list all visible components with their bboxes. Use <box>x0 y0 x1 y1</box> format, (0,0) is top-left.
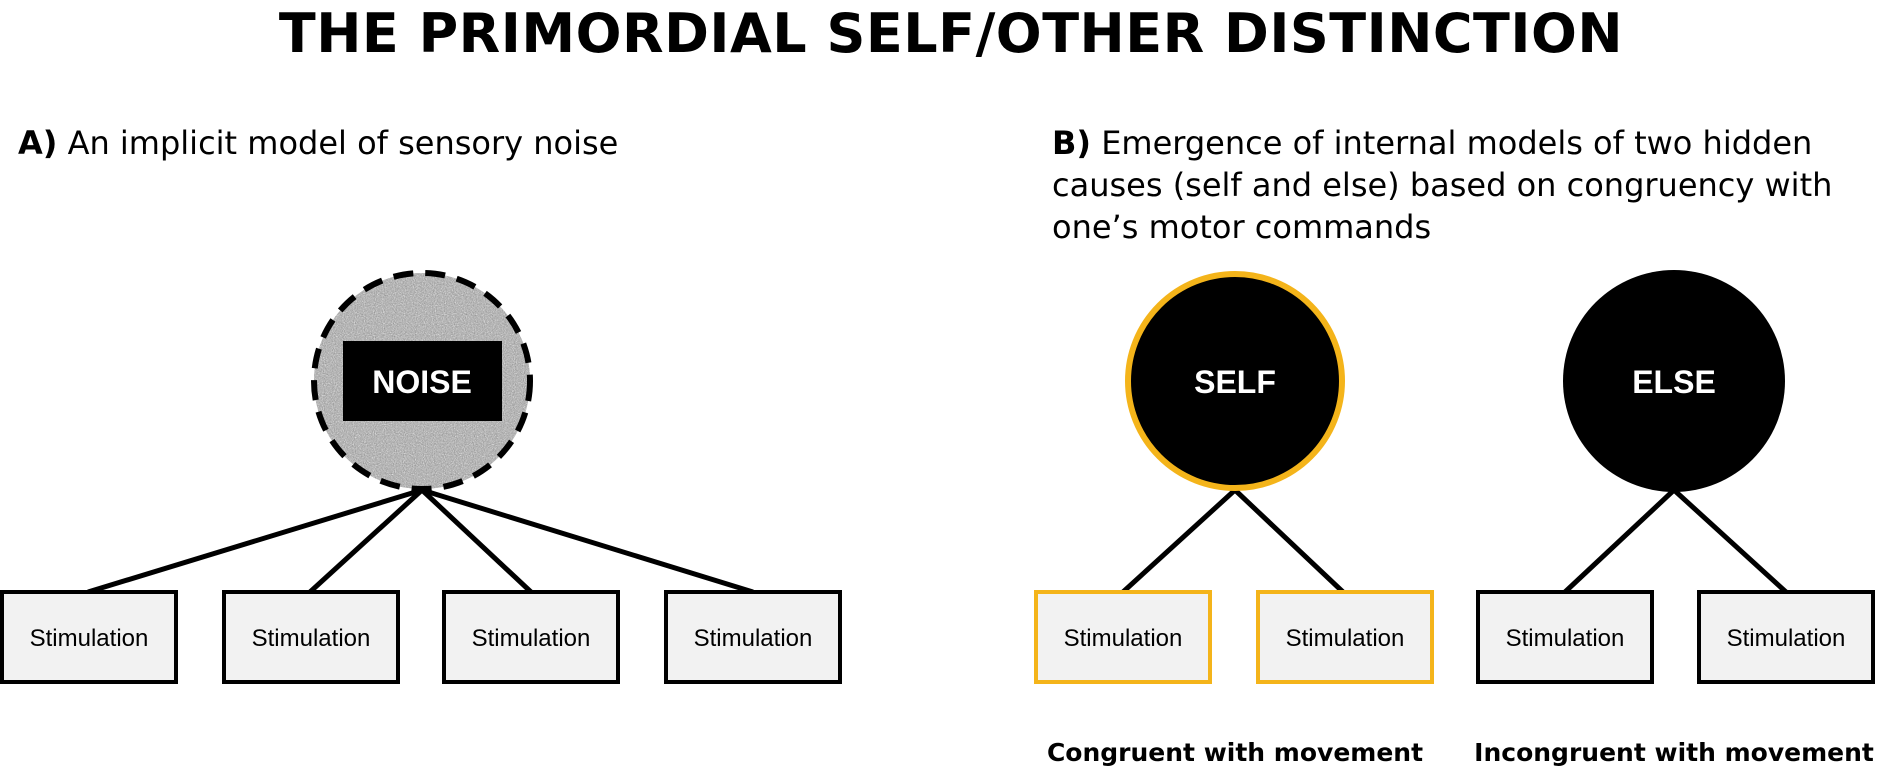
connector-a-4 <box>421 487 754 595</box>
panel-b-else-stimuli: Stimulation Stimulation <box>1476 590 1875 684</box>
else-label: ELSE <box>1632 364 1716 400</box>
connector-self-2 <box>1233 488 1345 594</box>
panel-a-letter: A) <box>18 124 58 162</box>
panel-a-heading-text: An implicit model of sensory noise <box>67 124 619 162</box>
stimulation-box-else: Stimulation <box>1697 590 1875 684</box>
noise-node: NOISE <box>311 270 533 492</box>
stimulation-box: Stimulation <box>222 590 400 684</box>
stimulation-box: Stimulation <box>664 590 842 684</box>
stimulation-label: Stimulation <box>694 625 813 652</box>
noise-label: NOISE <box>372 364 472 400</box>
noise-node-dashed-border <box>311 270 533 492</box>
self-label: SELF <box>1194 364 1276 400</box>
caption-congruent: Congruent with movement <box>1046 738 1424 767</box>
panel-a-heading: A) An implicit model of sensory noise <box>18 122 718 164</box>
connector-a-1 <box>87 487 423 595</box>
stimulation-label: Stimulation <box>30 625 149 652</box>
stimulation-label: Stimulation <box>1727 625 1846 652</box>
stimulation-label: Stimulation <box>1506 625 1625 652</box>
panel-b-heading: B) Emergence of internal models of two h… <box>1052 122 1902 248</box>
panel-b-heading-text: Emergence of internal models of two hidd… <box>1052 124 1833 246</box>
connector-a-2 <box>308 488 424 594</box>
page-title: THE PRIMORDIAL SELF/OTHER DISTINCTION <box>278 2 1624 65</box>
connector-else-2 <box>1672 488 1788 594</box>
stimulation-box-self: Stimulation <box>1034 590 1212 684</box>
stimulation-label: Stimulation <box>1286 625 1405 652</box>
panel-b-connectors <box>1121 488 1788 594</box>
caption-incongruent: Incongruent with movement <box>1474 738 1874 767</box>
panel-a-connectors <box>87 487 754 595</box>
else-node: ELSE <box>1563 270 1785 492</box>
panel-a-stimuli: Stimulation Stimulation Stimulation Stim… <box>0 590 842 684</box>
noise-label-box <box>343 341 502 421</box>
stimulation-label: Stimulation <box>1064 625 1183 652</box>
panel-b-letter: B) <box>1052 124 1092 162</box>
self-node: SELF <box>1125 271 1345 491</box>
connector-else-1 <box>1563 488 1676 594</box>
stimulation-box-else: Stimulation <box>1476 590 1654 684</box>
stimulation-label: Stimulation <box>472 625 591 652</box>
stimulation-box-self: Stimulation <box>1256 590 1434 684</box>
connector-self-1 <box>1121 488 1237 594</box>
stimulation-box: Stimulation <box>442 590 620 684</box>
stimulation-label: Stimulation <box>252 625 371 652</box>
panel-b-self-stimuli: Stimulation Stimulation <box>1034 590 1434 684</box>
connector-a-3 <box>420 488 533 594</box>
stimulation-box: Stimulation <box>0 590 178 684</box>
